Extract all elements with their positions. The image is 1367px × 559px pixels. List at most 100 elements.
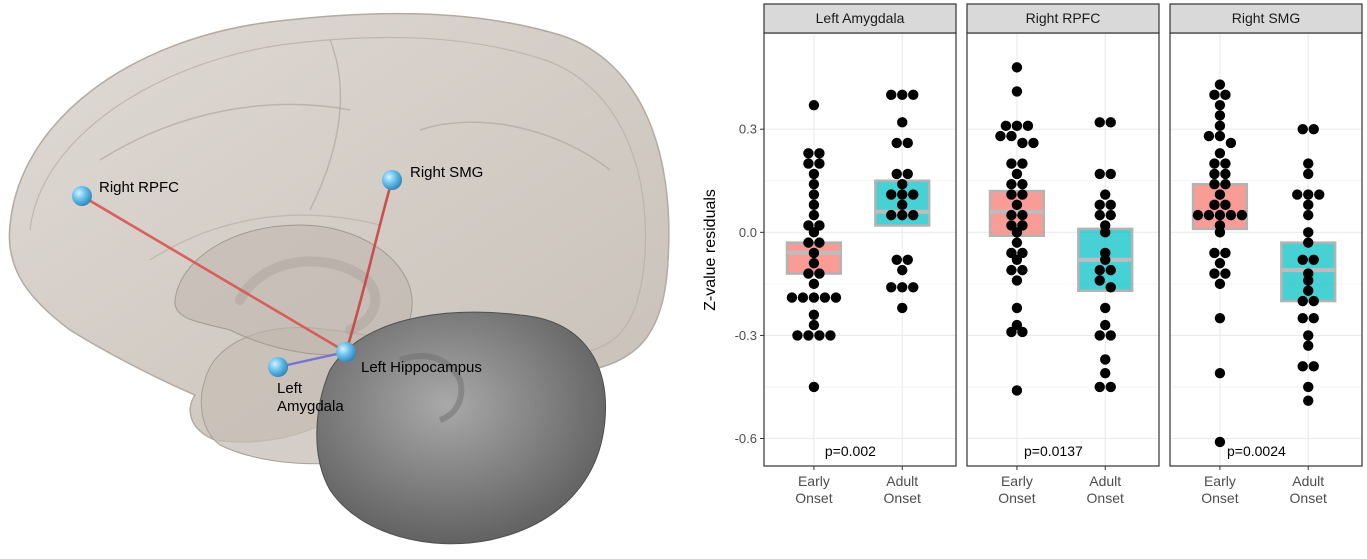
data-point <box>891 137 902 149</box>
data-point <box>1297 361 1308 372</box>
y-tick-label: -0.3 <box>735 328 757 343</box>
data-point <box>1220 168 1231 180</box>
data-point <box>897 189 908 200</box>
data-point <box>786 292 798 303</box>
label-left-hippocampus: Left Hippocampus <box>361 359 482 376</box>
data-point <box>1303 209 1314 221</box>
sulcus-4 <box>149 214 381 261</box>
data-point <box>1303 395 1314 406</box>
data-point <box>1100 220 1111 231</box>
data-point <box>808 189 820 200</box>
data-point <box>1011 275 1023 286</box>
data-point <box>995 130 1006 142</box>
data-point <box>814 158 825 169</box>
data-point <box>1297 124 1308 135</box>
data-point <box>902 137 913 149</box>
data-point <box>1105 209 1116 221</box>
data-point <box>1214 368 1226 379</box>
data-point <box>830 292 842 303</box>
data-point <box>1100 319 1111 331</box>
data-point <box>1105 381 1116 393</box>
subcortical-structure <box>174 224 413 356</box>
data-point <box>1000 120 1012 131</box>
data-point <box>1105 282 1116 293</box>
data-point <box>897 302 908 314</box>
data-point <box>1308 254 1319 266</box>
data-point <box>1214 110 1226 121</box>
p-value-label: p=0.002 <box>825 443 876 459</box>
data-point <box>1011 199 1023 211</box>
data-point <box>814 220 825 231</box>
data-point <box>1209 158 1220 169</box>
cerebellum <box>316 311 607 545</box>
data-point <box>1017 220 1028 231</box>
x-tick-label-line2: Onset <box>884 490 921 506</box>
data-point <box>897 179 908 190</box>
data-point <box>1214 99 1226 111</box>
data-point <box>1214 313 1226 324</box>
data-point <box>1220 199 1231 211</box>
data-point <box>1214 148 1226 159</box>
data-point <box>1105 117 1116 128</box>
panel-strip <box>763 3 957 34</box>
data-point <box>1314 189 1325 200</box>
data-point <box>1214 278 1226 290</box>
data-point <box>1303 340 1314 351</box>
data-point <box>803 220 814 231</box>
node-right-smg <box>382 170 402 190</box>
x-tick-label-line1: Adult <box>1292 473 1324 489</box>
edge-rpfc-hippocampus <box>81 194 347 354</box>
data-point <box>897 117 908 128</box>
data-point <box>814 148 825 159</box>
p-value-label: p=0.0024 <box>1227 443 1286 459</box>
node-left-hippocampus <box>336 342 356 362</box>
x-tick-label-line2: Onset <box>998 490 1035 506</box>
data-point <box>1209 199 1220 211</box>
data-point <box>886 189 897 200</box>
data-point <box>1209 268 1220 279</box>
data-point <box>1192 209 1204 221</box>
data-point <box>1214 220 1226 231</box>
data-point <box>1297 254 1308 266</box>
data-point <box>1303 168 1314 180</box>
data-point <box>1303 237 1314 248</box>
data-point <box>1094 117 1105 128</box>
data-point <box>902 168 913 180</box>
sulcus-1 <box>99 103 351 161</box>
data-point <box>808 292 820 303</box>
edge-amygdala-hippocampus <box>277 350 347 369</box>
data-point <box>897 199 908 211</box>
data-point <box>808 247 820 259</box>
data-point <box>1105 168 1116 180</box>
data-point <box>908 209 919 221</box>
data-point <box>1105 330 1116 341</box>
label-left-amygdala-line1: Left <box>277 380 303 397</box>
data-point <box>1214 79 1226 90</box>
data-point <box>1297 295 1308 307</box>
data-point <box>908 189 919 200</box>
panel-title: Left Amygdala <box>816 10 905 26</box>
data-point <box>891 254 902 266</box>
data-point <box>1209 168 1220 180</box>
data-point <box>1220 247 1231 259</box>
x-tick-label-line2: Onset <box>1290 490 1327 506</box>
data-point <box>1094 168 1105 180</box>
data-point <box>1214 120 1226 131</box>
data-point <box>1214 258 1226 269</box>
data-point <box>1308 124 1319 135</box>
data-point <box>902 254 913 266</box>
data-point <box>808 309 820 320</box>
data-point <box>1006 130 1017 142</box>
label-right-rpfc: Right RPFC <box>99 179 179 196</box>
data-point <box>1028 137 1039 149</box>
data-point <box>1225 209 1237 221</box>
data-point <box>1220 268 1231 279</box>
panel-title: Right RPFC <box>1026 10 1101 26</box>
brainstem <box>399 353 465 423</box>
data-point <box>1209 179 1220 190</box>
data-point <box>1006 264 1017 276</box>
chart: Z-value residuals Left Amygdalap=0.002Ea… <box>702 3 1363 506</box>
data-point <box>808 209 820 221</box>
data-point <box>1105 264 1116 276</box>
data-point <box>1011 254 1023 266</box>
